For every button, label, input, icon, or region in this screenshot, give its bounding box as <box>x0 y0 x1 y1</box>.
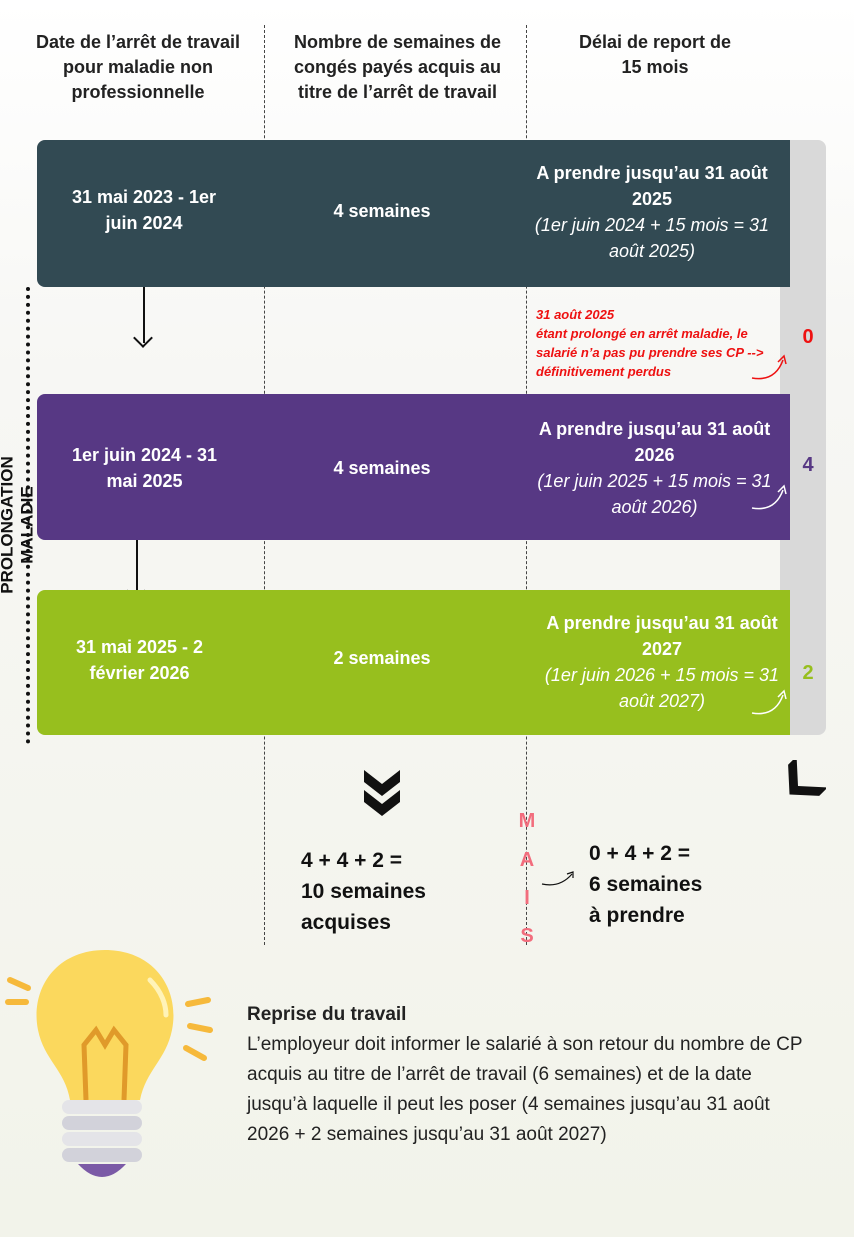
reprise-section: Reprise du travail L’employeur doit info… <box>247 1000 807 1150</box>
period-row-1: 31 mai 2023 - 1er juin 2024 4 semaines A… <box>37 140 790 287</box>
curved-arrow-icon <box>751 354 787 380</box>
mais-letter: I <box>524 887 530 909</box>
arrow-down-icon <box>143 287 145 343</box>
period-deadline: A prendre jusqu’au 31 août 2025(1er juin… <box>534 163 770 261</box>
double-chevron-diagonal-icon <box>788 760 826 796</box>
side-label: PROLONGATION MALADIE <box>0 456 37 594</box>
period-deadline: A prendre jusqu’au 31 août 2027(1er juin… <box>544 613 780 711</box>
curved-arrow-icon <box>751 484 787 510</box>
header-weeks: Nombre de semaines de congés payés acqui… <box>293 32 502 102</box>
period-dates: 31 mai 2025 - 2 février 2026 <box>75 637 204 683</box>
curved-arrow-icon <box>751 689 787 715</box>
reprise-title: Reprise du travail <box>247 1004 407 1025</box>
double-chevron-down-icon <box>364 770 400 816</box>
mais-letter: A <box>519 849 535 871</box>
period-weeks: 2 semaines <box>333 648 431 668</box>
header-date: Date de l’arrêt de travail pour maladie … <box>35 32 241 102</box>
remaining-1: 4 <box>802 454 814 476</box>
mais-letter: S <box>520 925 534 947</box>
period-weeks: 4 semaines <box>333 458 431 478</box>
remaining-2: 2 <box>802 662 814 684</box>
period-dates: 1er juin 2024 - 31 mai 2025 <box>71 445 218 491</box>
arrow-down-icon <box>136 540 138 596</box>
lightbulb-icon <box>5 950 213 1177</box>
period-deadline: A prendre jusqu’au 31 août 2026(1er juin… <box>537 419 772 517</box>
mais-letter: M <box>518 810 536 832</box>
curved-arrow-icon <box>541 871 574 886</box>
period-weeks: 4 semaines <box>333 201 431 221</box>
period-dates: 31 mai 2023 - 1er juin 2024 <box>71 187 217 233</box>
remaining-0: 0 <box>802 326 814 348</box>
reprise-body: L’employeur doit informer le salarié à s… <box>247 1034 803 1145</box>
period-row-3: 31 mai 2025 - 2 février 2026 2 semaines … <box>37 590 790 735</box>
header-delay: Délai de report de 15 mois <box>578 32 732 77</box>
prolongation-bracket <box>26 287 30 744</box>
period-row-2: 1er juin 2024 - 31 mai 2025 4 semaines A… <box>37 394 790 540</box>
